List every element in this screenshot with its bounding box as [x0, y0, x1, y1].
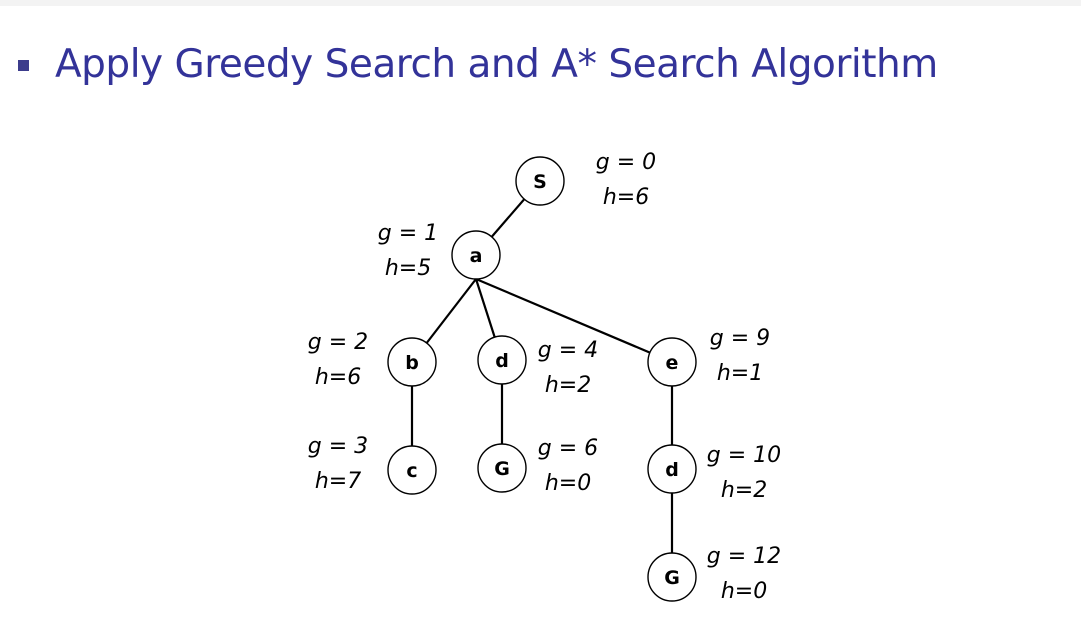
node-S: S: [515, 156, 565, 206]
h-heuristic-label: h=7: [315, 469, 361, 494]
node-b: b: [387, 337, 437, 387]
g-cost-label: g = 10: [707, 443, 781, 468]
node-label: G: [664, 567, 680, 589]
h-heuristic-label: h=6: [603, 185, 649, 210]
node-c: c: [387, 445, 437, 495]
h-heuristic-label: h=2: [721, 478, 767, 503]
heading-text: Apply Greedy Search and A* Search Algori…: [55, 41, 938, 87]
edge-a-e: [475, 277, 673, 364]
node-G2: G: [647, 552, 697, 602]
node-a: a: [451, 230, 501, 280]
h-heuristic-label: h=0: [545, 471, 591, 496]
node-circle: [647, 444, 697, 494]
slide-heading: Apply Greedy Search and A* Search Algori…: [18, 34, 938, 94]
node-d2: d: [647, 444, 697, 494]
node-label: d: [665, 459, 679, 481]
h-heuristic-label: h=0: [721, 579, 767, 604]
node-circle: [647, 337, 697, 387]
g-cost-label: g = 2: [308, 330, 368, 355]
node-circle: [477, 443, 527, 493]
node-circle: [515, 156, 565, 206]
node-label: d: [495, 350, 509, 372]
node-label: e: [666, 352, 679, 374]
node-label: S: [533, 171, 547, 193]
node-label: a: [470, 245, 483, 267]
bullet-square-icon: [18, 59, 29, 71]
g-cost-label: g = 6: [538, 436, 598, 461]
node-circle: [387, 445, 437, 495]
h-heuristic-label: h=1: [717, 361, 763, 386]
g-cost-label: g = 1: [378, 221, 438, 246]
node-label: b: [405, 352, 419, 374]
node-circle: [477, 335, 527, 385]
g-cost-label: g = 0: [596, 150, 656, 175]
h-heuristic-label: h=2: [545, 373, 591, 398]
slide-top-rule: [0, 0, 1081, 6]
node-circle: [647, 552, 697, 602]
g-cost-label: g = 3: [308, 434, 368, 459]
h-heuristic-label: h=6: [315, 365, 361, 390]
g-cost-label: g = 12: [707, 544, 781, 569]
node-circle: [387, 337, 437, 387]
g-cost-label: g = 4: [538, 338, 598, 363]
edges-layer: [410, 180, 674, 577]
g-cost-label: g = 9: [710, 326, 770, 351]
node-label: G: [494, 458, 510, 480]
node-circle: [451, 230, 501, 280]
h-heuristic-label: h=5: [385, 256, 431, 281]
node-label: c: [406, 460, 417, 482]
node-d1: d: [477, 335, 527, 385]
node-G1: G: [477, 443, 527, 493]
annotations-layer: g = 0 h=6 g = 1 h=5 g = 2 h=6 g = 4 h=2 g = 9 h=1…: [308, 150, 781, 604]
node-e: e: [647, 337, 697, 387]
